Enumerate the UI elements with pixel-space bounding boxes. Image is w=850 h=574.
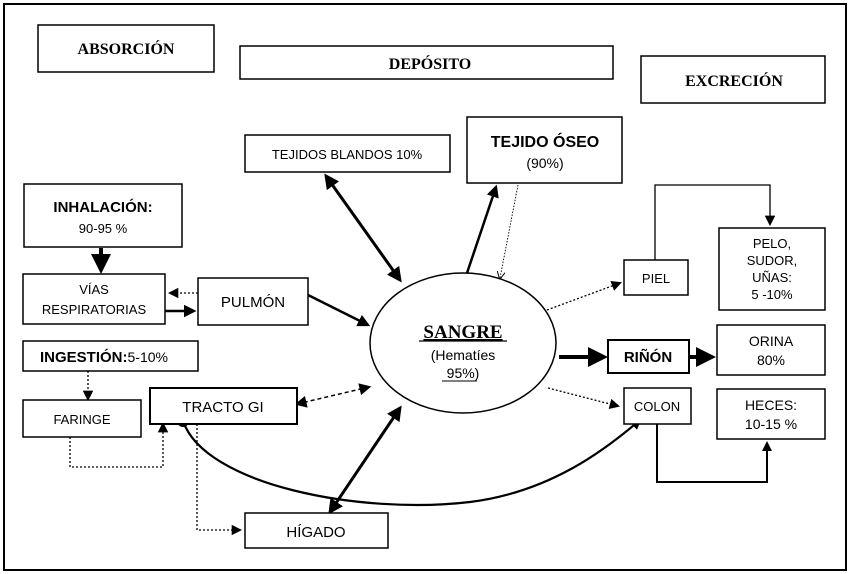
node-feces: HECES: 10-15 %: [716, 388, 826, 440]
feces-line2: 10-15 %: [745, 416, 797, 432]
node-liver: HÍGADO: [244, 512, 389, 549]
header-deposit: DEPÓSITO: [239, 45, 614, 80]
node-urine: ORINA 80%: [716, 324, 826, 376]
arrow-lung-blood: [307, 293, 371, 327]
feces-line1: HECES:: [745, 397, 797, 413]
ingestion-value: 5-10%: [128, 349, 168, 365]
node-kidney: RIÑÓN: [607, 339, 690, 374]
header-excretion-label: EXCRECIÓN: [685, 71, 783, 90]
header-excretion: EXCRECIÓN: [640, 55, 826, 104]
arrow-gi-liver: [196, 424, 243, 536]
airways-line2: RESPIRATORIAS: [42, 302, 147, 317]
bone-title: TEJIDO ÓSEO: [491, 132, 599, 151]
gi-tract-label: TRACTO GI: [182, 399, 263, 416]
soft-tissue-label: TEJIDOS BLANDOS 10%: [272, 147, 423, 162]
blood-sub: (Hematíes: [431, 347, 496, 363]
inhalation-title: INHALACIÓN:: [53, 198, 152, 216]
node-airways: VÍAS RESPIRATORIAS: [22, 273, 166, 325]
inhalation-value: 90-95 %: [79, 221, 128, 236]
node-ingestion: INGESTIÓN:5-10%: [22, 340, 199, 372]
arrow-bone-blood: [500, 184, 519, 278]
node-lung: PULMÓN: [197, 277, 309, 326]
blood-value: 95%): [447, 365, 480, 381]
urine-line2: 80%: [757, 352, 785, 368]
arrow-blood-bone: [464, 184, 499, 277]
arrow-pharynx-gi: [69, 421, 169, 468]
header-absorption-label: ABSORCIÓN: [78, 39, 175, 58]
liver-label: HÍGADO: [286, 524, 345, 541]
node-inhalation: INHALACIÓN: 90-95 %: [23, 183, 183, 248]
blood-title: SANGRE: [423, 322, 502, 343]
arrow-blood-colon: [547, 387, 621, 409]
pharynx-label: FARINGE: [53, 412, 110, 427]
ingestion-text: INGESTIÓN:5-10%: [40, 348, 168, 366]
hair-line2: SUDOR,: [747, 253, 798, 268]
arrow-blood-liver: [328, 405, 402, 515]
arrow-skin-hair: [654, 184, 776, 260]
node-blood: SANGRE (Hematíes 95%): [369, 272, 557, 414]
node-colon: COLON: [623, 387, 692, 425]
colon-label: COLON: [634, 399, 680, 414]
urine-line1: ORINA: [749, 333, 794, 349]
arrow-gi-colon: [181, 418, 642, 507]
node-soft-tissue: TEJIDOS BLANDOS 10%: [244, 134, 451, 173]
lung-label: PULMÓN: [221, 294, 285, 311]
ingestion-title: INGESTIÓN:: [40, 348, 128, 366]
arrow-blood-soft-tissue: [324, 173, 402, 283]
node-skin: PIEL: [623, 259, 689, 296]
node-gi-tract: TRACTO GI: [149, 387, 298, 425]
hair-line4: 5 -10%: [751, 287, 793, 302]
header-absorption: ABSORCIÓN: [37, 24, 215, 73]
arrow-blood-skin: [546, 281, 622, 311]
outer-frame: [3, 3, 847, 571]
hair-line3: UÑAS:: [752, 270, 792, 285]
kidney-label: RIÑÓN: [624, 348, 672, 366]
node-pharynx: FARINGE: [22, 399, 142, 438]
airways-line1: VÍAS: [79, 282, 109, 297]
arrow-colon-feces: [656, 424, 772, 483]
header-deposit-label: DEPÓSITO: [389, 54, 471, 73]
skin-label: PIEL: [642, 271, 670, 286]
connectors: [69, 173, 776, 536]
node-bone: TEJIDO ÓSEO (90%): [466, 116, 623, 184]
node-hair: PELO, SUDOR, UÑAS: 5 -10%: [718, 227, 826, 311]
hair-line1: PELO,: [753, 236, 791, 251]
arrow-gi-blood: [294, 383, 372, 408]
bone-value: (90%): [526, 155, 563, 171]
